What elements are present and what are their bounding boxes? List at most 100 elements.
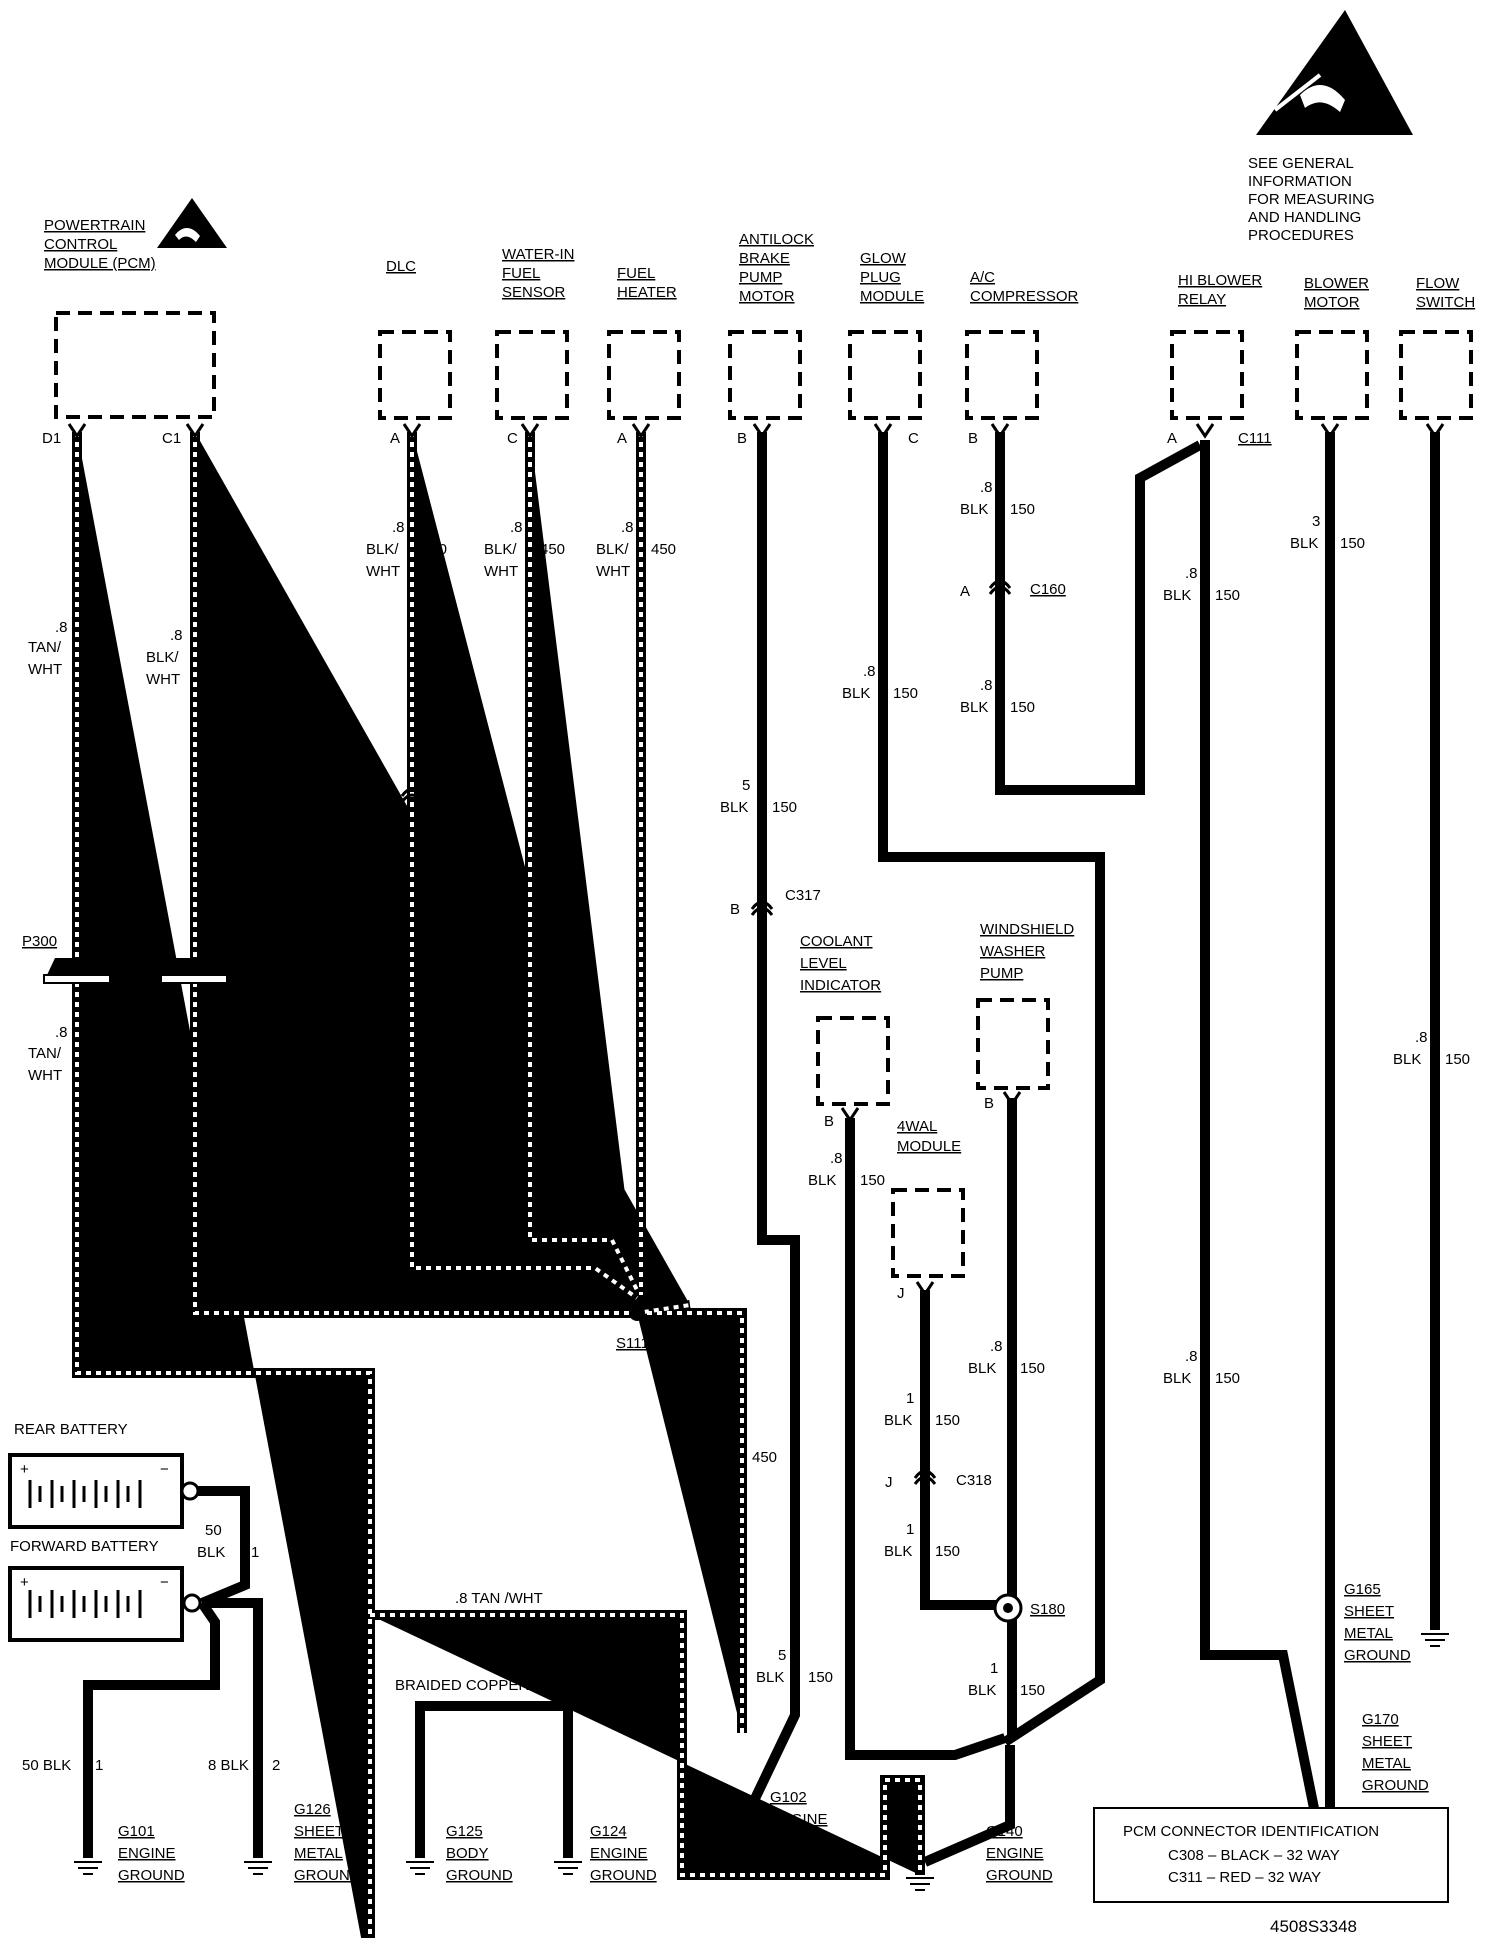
esd-note-line: SEE GENERAL: [1248, 155, 1354, 172]
wire-color: BLK: [808, 1172, 836, 1189]
wire-color: WHT: [28, 661, 62, 678]
g126-label: SHEET: [294, 1823, 344, 1840]
wal-module-box: [891, 1188, 965, 1278]
ac-compressor-label: A/C: [970, 269, 995, 286]
p300-passthrough: P300: [22, 933, 228, 984]
wire-size-color: 8 BLK: [208, 1757, 249, 1774]
hi-blower-relay-label: HI BLOWER: [1178, 272, 1262, 289]
circuit-number: 150: [1215, 1370, 1240, 1387]
pin-label: B: [968, 430, 978, 447]
hi-blower-relay-box: [1170, 330, 1244, 420]
circuit-number: 150: [1010, 501, 1035, 518]
abs-pump-motor-label: PUMP: [739, 269, 782, 286]
wire-size: .8: [55, 1024, 68, 1041]
glow-plug-module-label: MODULE: [860, 288, 924, 305]
wire-color: BLK/: [366, 541, 399, 558]
svg-text:INFORMATION: INFORMATION: [1248, 173, 1352, 190]
water-in-fuel-sensor-label: FUEL: [502, 265, 540, 282]
g125-label: G125: [446, 1823, 483, 1840]
circuit-number: 450: [205, 1103, 230, 1120]
wire-size: 1: [906, 1521, 914, 1538]
wire-color: BLK: [960, 699, 988, 716]
g102-label: ENGINE: [770, 1811, 828, 1828]
wire-size: .8: [392, 983, 405, 1000]
g101-label: GROUND: [118, 1867, 185, 1884]
c160-label: C160: [1030, 581, 1066, 598]
wire-color: WHT: [694, 1471, 728, 1488]
wire-color: BLK: [756, 1669, 784, 1686]
wire-size: .8: [990, 1338, 1003, 1355]
wire-color: WHT: [596, 563, 630, 580]
braided-copper-strap-wire: [415, 1701, 573, 1858]
wire-color: WHT: [366, 1027, 400, 1044]
positive-terminal-icon: +: [20, 1461, 29, 1478]
wire-size: .8: [392, 519, 405, 536]
windshield-washer-pump-box: [976, 998, 1050, 1090]
wire-color: TAN/: [28, 1045, 62, 1062]
wire-size: .8: [55, 619, 68, 636]
solid-wires: [83, 432, 1440, 1867]
pcm-label: CONTROL: [44, 236, 117, 253]
g170-label: SHEET: [1362, 1733, 1412, 1750]
circuit-number: 150: [1010, 699, 1035, 716]
pcm-label: POWERTRAIN: [44, 217, 145, 234]
wire-size: .8: [170, 627, 183, 644]
ground-icon: [74, 1861, 102, 1875]
circuit-number: 150: [935, 1412, 960, 1429]
esd-note-line: FOR MEASURING: [1248, 191, 1375, 208]
esd-note-line: AND HANDLING: [1248, 209, 1361, 226]
circuit-number: 150: [1020, 1682, 1045, 1699]
g140-label: GROUND: [986, 1867, 1053, 1884]
s111-label: S111: [616, 1335, 649, 1352]
wire-size: .8: [863, 663, 876, 680]
dlc-label: DLC: [386, 258, 416, 275]
c100-label: C100: [436, 784, 472, 801]
ground-icon: [1421, 1633, 1449, 1647]
wire-size: .8: [621, 519, 634, 536]
wire-color: BLK: [842, 685, 870, 702]
s180-to-g140-wire: [923, 1745, 1015, 1867]
g140-label: G140: [986, 1823, 1023, 1840]
g126-label: G126: [294, 1801, 331, 1818]
wire-size: 1: [906, 1390, 914, 1407]
hi-blower-relay-label: RELAY: [1178, 291, 1226, 308]
wire-color: BLK: [884, 1412, 912, 1429]
coolant-level-indicator-label: COOLANT: [800, 933, 873, 950]
abs-pump-motor-label: BRAKE: [739, 250, 790, 267]
g170-label: GROUND: [1362, 1777, 1429, 1794]
wire-color: BLK/: [694, 1449, 727, 1466]
esd-note: SEE GENERAL INFORMATION FOR MEASURING AN…: [1248, 155, 1375, 244]
circuit-number: 150: [935, 1543, 960, 1560]
circuit-number: 450: [752, 1449, 777, 1466]
wire-color: BLK: [1290, 535, 1318, 552]
forward-battery: + −: [8, 1566, 202, 1642]
connector-labels: B1 C100 A C160 B C317 J C318: [365, 581, 1066, 1491]
pcm-connector-id-row: C308 – BLACK – 32 WAY: [1168, 1847, 1340, 1864]
wire-label-tan: .8 TAN /WHT: [455, 1590, 543, 1607]
fuel-heater-label: FUEL: [617, 265, 655, 282]
c100-cavity: B1: [365, 784, 383, 801]
fuel-heater-label: HEATER: [617, 284, 677, 301]
circuit-number: 150: [772, 799, 797, 816]
wire-size: .8: [510, 519, 523, 536]
circuit-number: 1: [251, 1544, 259, 1561]
wire-color: BLK: [1163, 1370, 1191, 1387]
g170-label: G170: [1362, 1711, 1399, 1728]
wire-size: .8: [1185, 565, 1198, 582]
flow-switch-label: FLOW: [1416, 275, 1460, 292]
circuit-number: 450: [540, 541, 565, 558]
coolant-level-indicator-label: INDICATOR: [800, 977, 881, 994]
svg-text:FOR MEASURING: FOR MEASURING: [1248, 191, 1375, 208]
wire-size: 5: [778, 1647, 786, 1664]
svg-text:AND HANDLING: AND HANDLING: [1248, 209, 1361, 226]
relay-connector-label: C111: [1238, 430, 1272, 447]
diagram-id: 4508S3348: [1270, 1917, 1357, 1936]
circuit-number: 150: [1020, 1360, 1045, 1377]
pin-terminals: [67, 423, 1445, 1297]
pin-label: C: [507, 430, 518, 447]
g165-label: SHEET: [1344, 1603, 1394, 1620]
batt-to-g126-wire: [202, 1598, 263, 1858]
ground-symbols: [74, 1633, 1449, 1891]
pin-label: A: [390, 430, 400, 447]
circuit-number: 450: [205, 649, 230, 666]
